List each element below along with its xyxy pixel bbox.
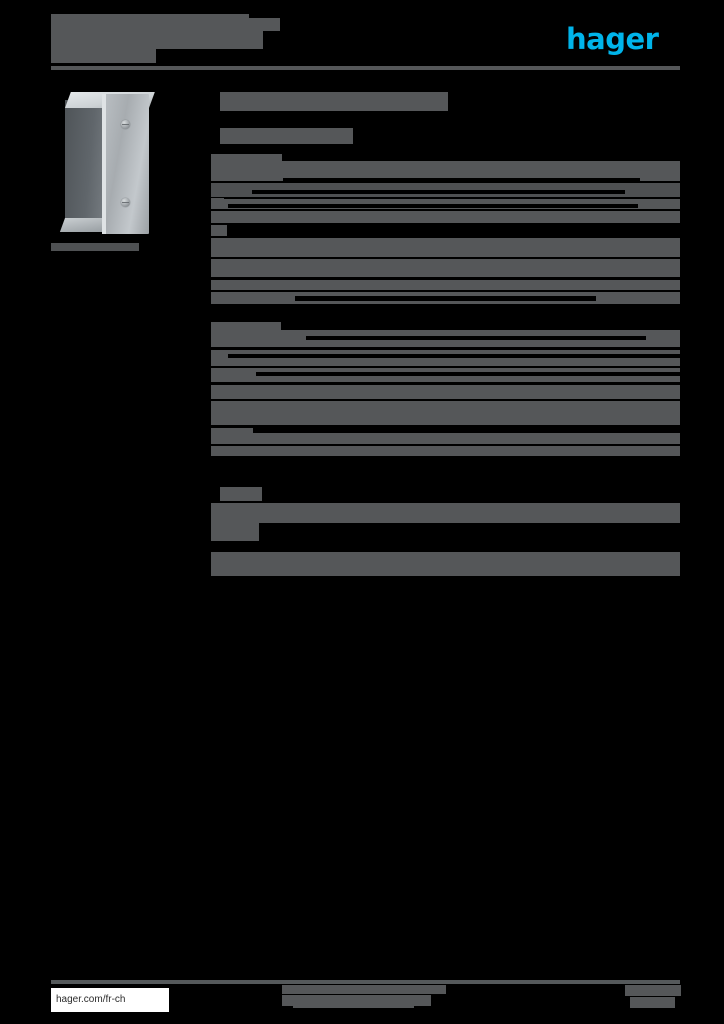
table-row [211,560,680,576]
footer-center-text [282,985,446,994]
enclosure-illustration [57,86,155,238]
row-gap [306,336,646,340]
enclosure-door-edge [102,94,106,234]
page-header: hager [0,0,724,80]
row-gap [228,354,680,358]
table-row [211,350,680,366]
hager-logo-text: hager [566,22,659,56]
table-row [211,211,680,223]
section-subheading [220,128,353,144]
row-gap [256,372,680,376]
enclosure-door [105,94,149,234]
table-row [211,401,680,425]
hager-logo: hager [566,22,680,56]
footer-page-number [625,985,681,996]
page-footer [0,970,724,1024]
row-gap [295,296,596,301]
page-title-line-2 [51,31,263,49]
screw-icon [121,120,130,129]
row-gap [262,487,680,501]
table-row [211,523,259,541]
enclosure-body [65,100,109,228]
row-gap [228,204,638,208]
row-gap [265,523,680,541]
table-row [211,225,227,236]
table-row [211,238,680,257]
product-image-caption [51,243,139,251]
table-row [211,552,680,561]
table-row [211,280,680,290]
footer-url-text: hager.com/fr-ch [56,994,126,1005]
page-title-reference [233,18,280,31]
page-title-line-1 [51,14,249,31]
footer-url-link[interactable]: hager.com/fr-ch [51,988,169,1012]
row-gap [252,190,625,194]
table-row [211,446,680,456]
table-row [211,503,680,523]
row-gap [283,178,640,182]
footer-divider [51,980,680,984]
table-row [211,161,680,181]
product-image [51,86,161,256]
table-row [211,259,680,277]
row-gap [253,428,680,433]
section-heading [220,92,448,111]
header-divider [51,66,680,70]
footer-center-text [282,995,431,1006]
page-title-line-3 [51,49,156,63]
table-row [211,385,680,399]
footer-center-text [293,1001,414,1008]
screw-icon [121,198,130,207]
footer-page-number [630,997,675,1008]
